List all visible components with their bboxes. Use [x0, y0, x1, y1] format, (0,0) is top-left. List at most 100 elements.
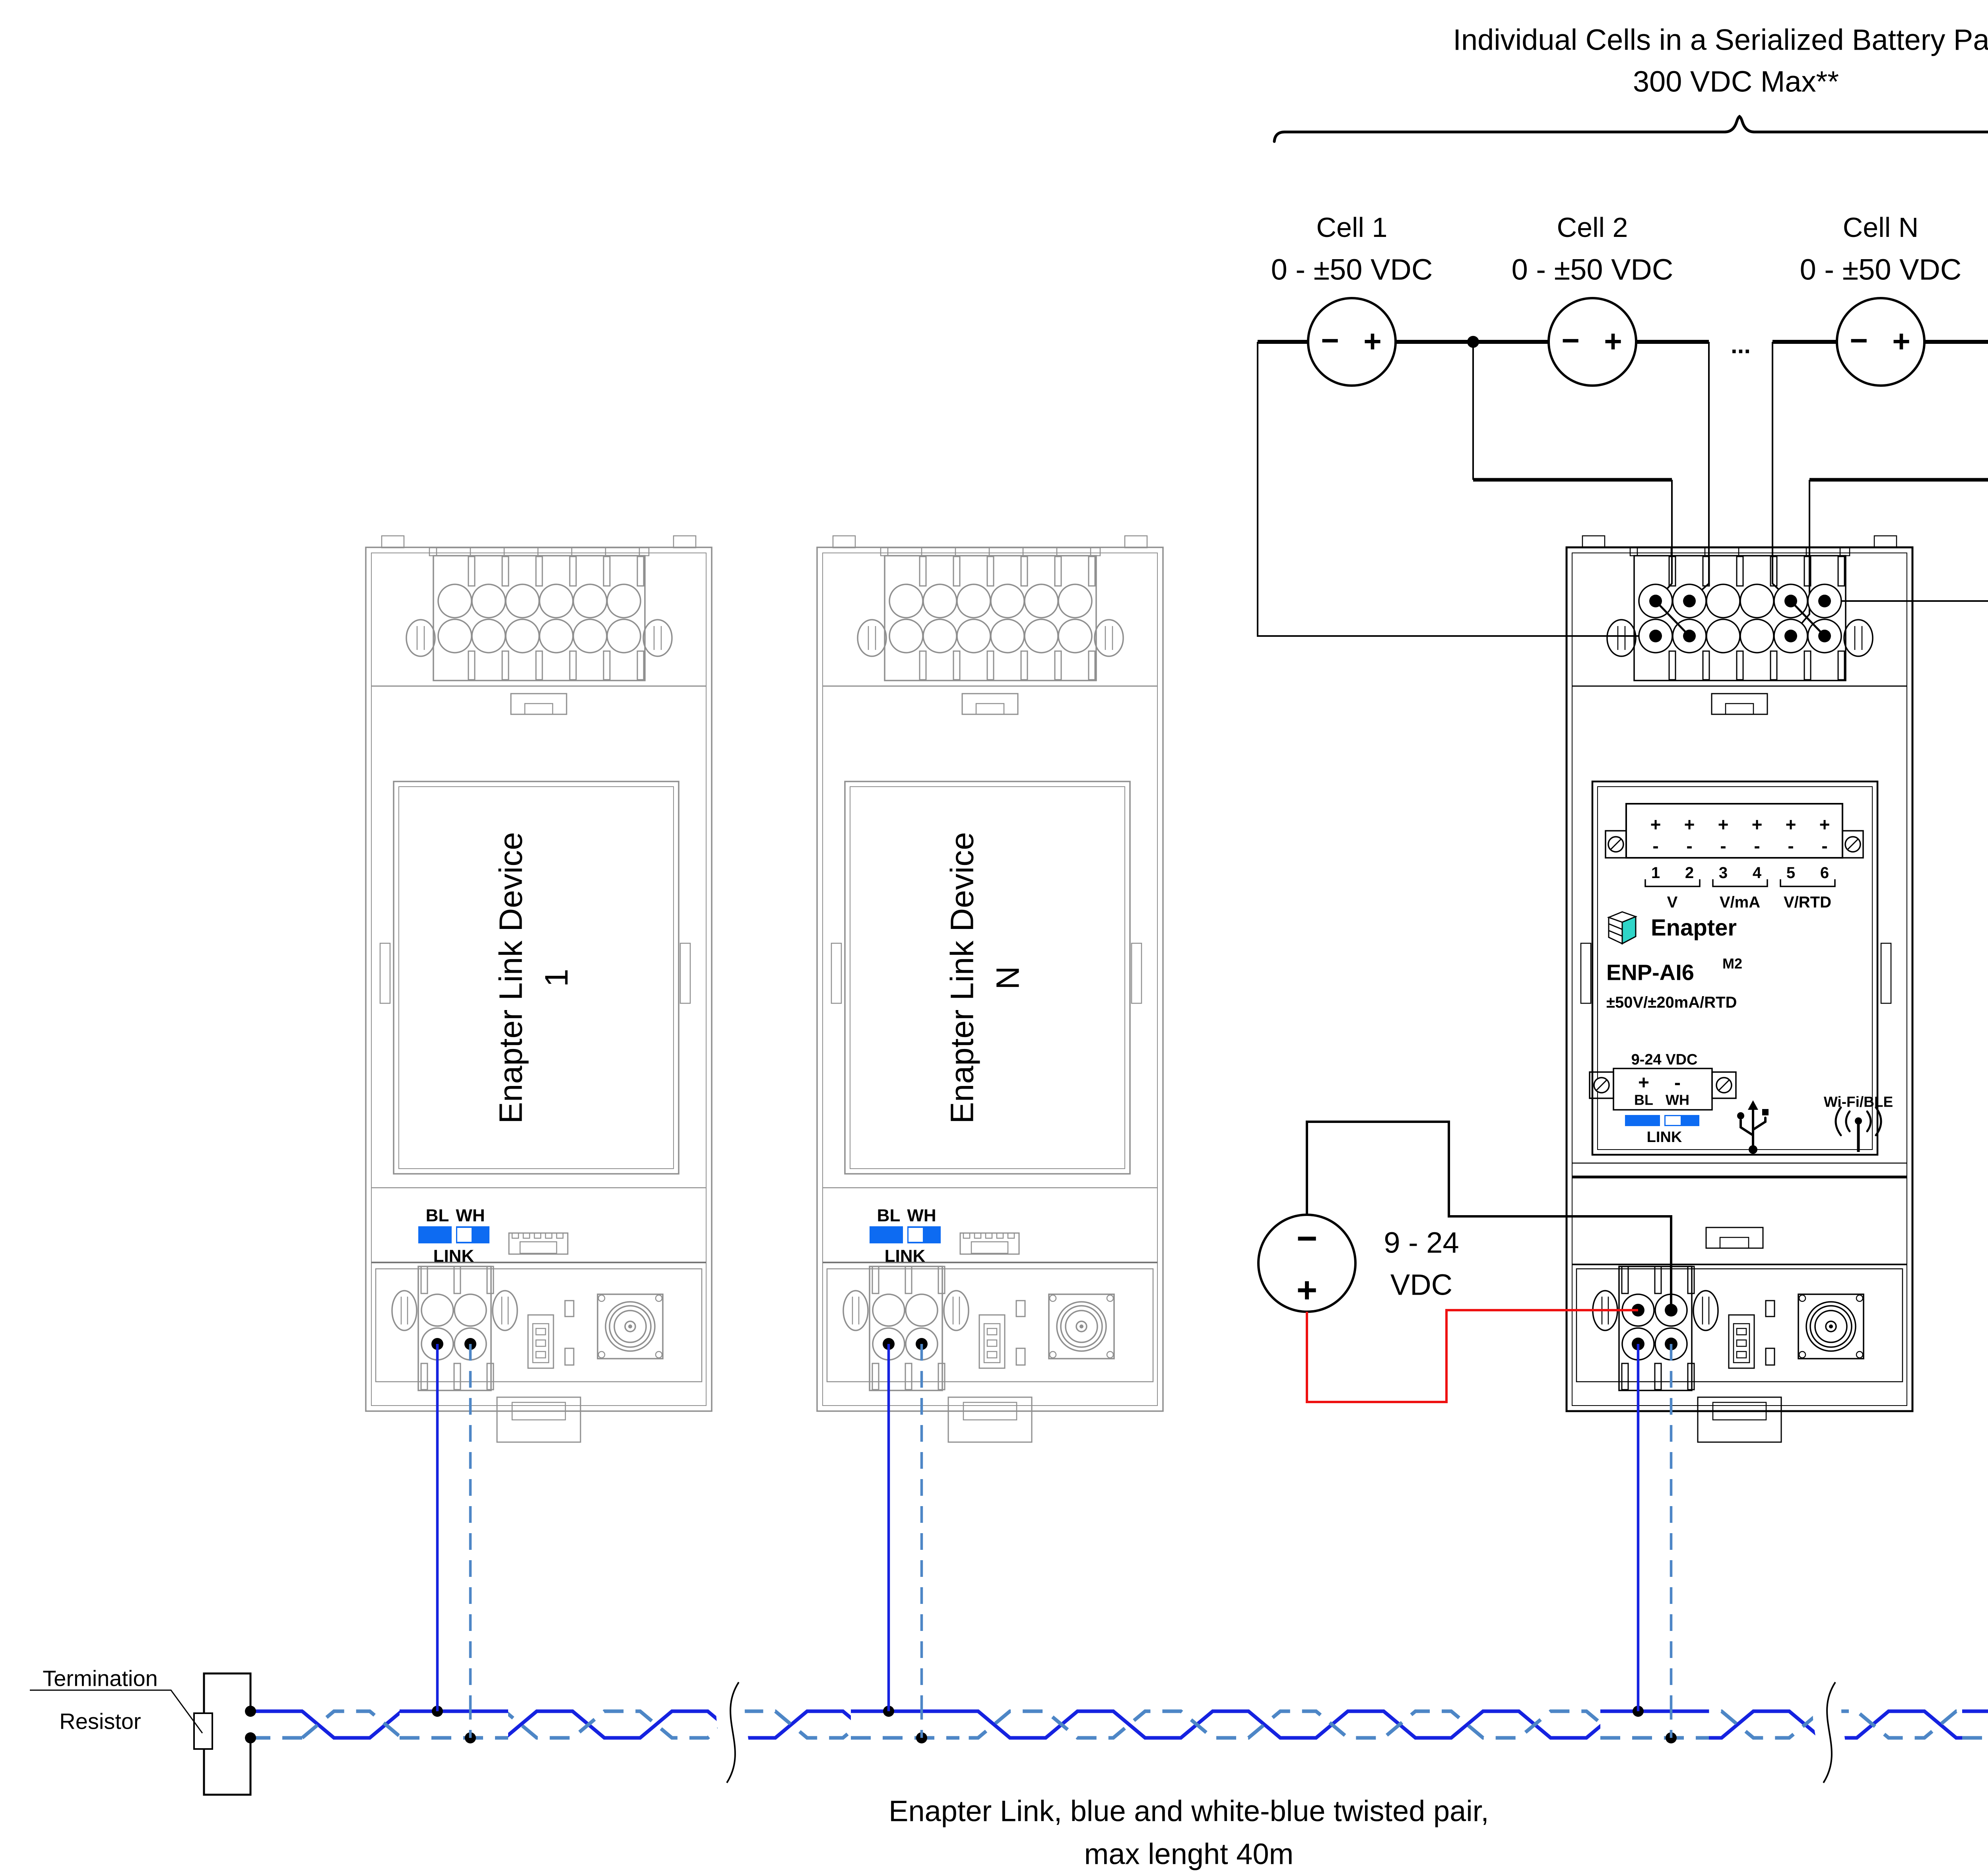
termination-left-bracket: [203, 1672, 252, 1713]
module2-wh-label: WH: [907, 1206, 936, 1225]
module-top-tab: [832, 535, 856, 549]
top-terminal-tab: [535, 556, 543, 587]
top-terminal-tab: [603, 556, 611, 587]
ai6-num-1: 1: [1651, 864, 1660, 882]
top-terminal-hole: [889, 619, 924, 653]
din-foot-inner: [1712, 1402, 1767, 1421]
text-layer: Individual Cells in a Serialized Battery…: [43, 23, 1988, 1871]
ai6-num-5: 5: [1786, 864, 1795, 882]
din-foot: [947, 1396, 1033, 1443]
psu-plus: +: [1297, 1270, 1318, 1310]
coax-screw: [598, 1351, 606, 1359]
ai6-num-6: 6: [1820, 864, 1829, 882]
top-terminal-tab: [953, 650, 961, 681]
module-side-tab: [831, 942, 842, 1004]
top-terminal-screw: [1094, 619, 1124, 657]
link-connector-notch: [974, 1232, 982, 1239]
panel-screw-slash: [1610, 838, 1622, 850]
bottom-terminal-tab: [938, 1363, 945, 1390]
coax-ring: [609, 1305, 652, 1348]
din-foot-inner: [963, 1402, 1017, 1421]
bottom-terminal-hole: [454, 1293, 487, 1327]
ai6-num-2: 2: [1685, 864, 1694, 882]
dip-segment: [1736, 1328, 1747, 1336]
ai6-model: ENP-AI6: [1606, 960, 1694, 985]
antenna-icon-dot: [1855, 1117, 1862, 1125]
top-terminal-hole: [990, 619, 1025, 653]
psu-wire-negative: [1306, 1121, 1672, 1310]
coax-screw: [1049, 1294, 1057, 1302]
front-panel-inner: [850, 786, 1125, 1169]
module-top-tab: [381, 535, 405, 549]
module-top-tab: [1124, 535, 1148, 549]
psu-minus: −: [1297, 1219, 1318, 1258]
coax-screw: [1106, 1351, 1114, 1359]
link-bar-wh-white: [456, 1227, 472, 1243]
ai6-rating: ±50V/±20mA/RTD: [1606, 994, 1737, 1011]
bottom-terminal-tab: [1621, 1363, 1629, 1390]
ai6-bl-label: BL: [1634, 1092, 1653, 1108]
top-terminal-tab: [1088, 650, 1096, 681]
coax-ring: [1825, 1320, 1837, 1332]
top-terminal-body: [884, 555, 1097, 681]
ai6-power-label: 9-24 VDC: [1631, 1051, 1698, 1068]
termination-left-line1: Termination: [43, 1666, 157, 1691]
ai6-plus-2: +: [1684, 814, 1695, 835]
dip-segment: [535, 1339, 546, 1347]
module-side-tab: [1131, 942, 1142, 1004]
antenna-icon-arc: [1835, 1106, 1842, 1136]
bottom-section-box: [1576, 1268, 1903, 1382]
cell1-range: 0 - ±50 VDC: [1271, 253, 1433, 286]
module-top-tab: [1873, 535, 1897, 549]
top-terminal-tab: [1804, 556, 1811, 587]
top-terminal-tab: [1837, 650, 1845, 681]
title-line2: 300 VDC Max**: [1633, 65, 1839, 98]
bottom-terminal-tab: [486, 1266, 494, 1294]
top-terminal-hole: [1058, 584, 1093, 619]
title-line1: Individual Cells in a Serialized Battery…: [1453, 23, 1988, 56]
top-terminal-tab: [1736, 650, 1744, 681]
bottom-terminal-screw: [843, 1290, 869, 1331]
dip-inner: [983, 1323, 1001, 1363]
ai6-terminal-dot: [1649, 630, 1662, 642]
top-terminal-tab: [986, 650, 994, 681]
coax-ring: [605, 1301, 656, 1352]
module-side-tab: [679, 942, 691, 1004]
bottom-terminal-tab: [872, 1266, 879, 1294]
top-terminal-tab: [501, 650, 509, 681]
ai6-group-v: V: [1667, 894, 1678, 911]
ai6-wh-label: WH: [1666, 1092, 1689, 1108]
psu-wire-positive: [1306, 1309, 1638, 1403]
top-terminal-hole: [990, 584, 1025, 619]
din-clip-inner: [1725, 703, 1754, 715]
top-terminal-tab: [1702, 650, 1710, 681]
bottom-terminal-tab: [938, 1266, 945, 1294]
ai6-plus-6: +: [1819, 814, 1830, 835]
coax-screw: [1798, 1351, 1806, 1359]
top-terminal-tab: [1770, 650, 1778, 681]
ai6-plus-3: +: [1718, 814, 1729, 835]
coax-screw: [1856, 1294, 1864, 1302]
link-connector-notch: [985, 1232, 993, 1239]
module1-link-label: LINK: [433, 1247, 474, 1266]
bottom-terminal-hole: [905, 1293, 938, 1327]
coax-center: [1079, 1324, 1083, 1328]
top-terminal-tab: [1804, 650, 1811, 681]
top-terminal-tab: [919, 650, 927, 681]
ai6-model-suffix: M2: [1722, 956, 1742, 972]
top-terminal-hole: [437, 619, 472, 653]
dip-segment: [535, 1328, 546, 1336]
top-terminal-tab: [468, 650, 476, 681]
link-connector-notch: [511, 1232, 519, 1239]
link-connector-inner: [971, 1241, 1009, 1254]
top-terminal-tab: [501, 556, 509, 587]
module2-number: N: [990, 966, 1026, 989]
cell-3-circle: [1836, 297, 1926, 387]
link-connector-notch: [556, 1232, 564, 1239]
ai6-num-4: 4: [1753, 864, 1762, 882]
bottom-terminal-tab: [1654, 1363, 1662, 1390]
top-terminal-tab: [603, 650, 611, 681]
bottom-terminal-tab: [453, 1266, 461, 1294]
bottom-terminal-tab: [420, 1363, 428, 1390]
